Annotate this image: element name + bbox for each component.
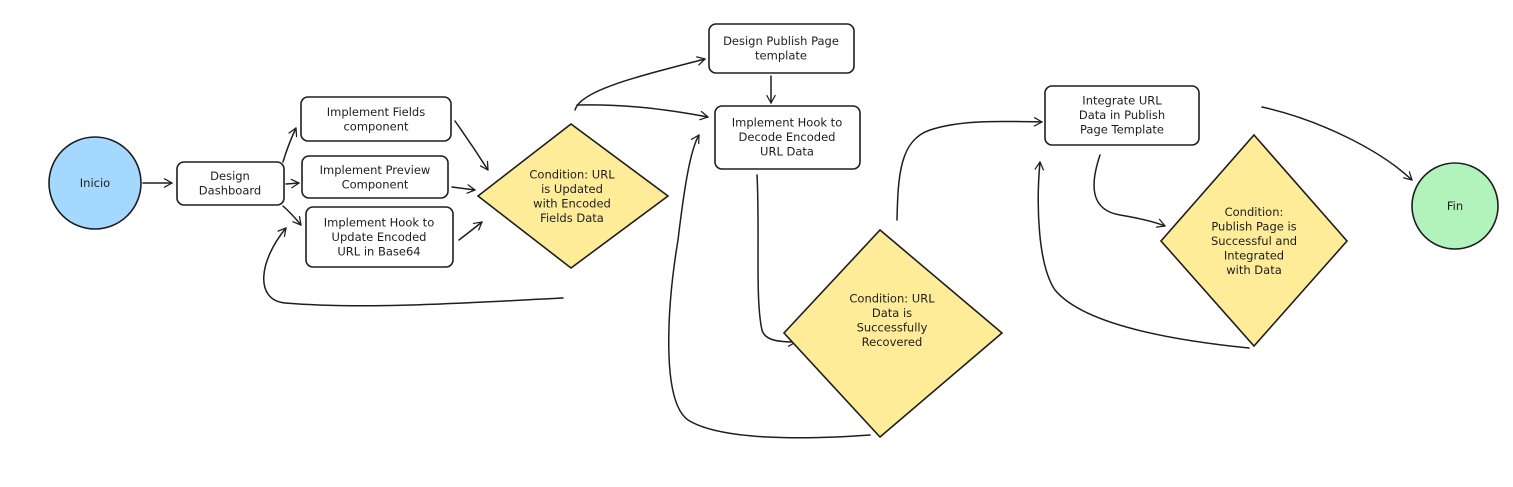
label-line: Condition:: [1225, 205, 1284, 219]
label-line: Data in Publish: [1079, 108, 1165, 122]
edge-hook-update-to-condition: [458, 221, 483, 241]
edge-preview-to-condition: [451, 184, 476, 194]
end-node-shape: [1411, 162, 1499, 250]
edge-recovered-loop-back-to-hook-decode: [668, 134, 871, 439]
start-node[interactable]: Inicio: [48, 136, 142, 230]
label-line: component: [343, 119, 409, 133]
start-node-shape: [48, 136, 142, 230]
edge-dashboard-to-hook-update: [282, 205, 302, 226]
condition-data-recovered-shape: [782, 228, 1004, 439]
label-line: Component: [342, 177, 409, 191]
label-line: is Updated: [541, 182, 603, 196]
edge-integrate-to-publish-condition: [1093, 154, 1166, 228]
label-line: Inicio: [80, 176, 110, 190]
edge-condition-to-publish-template: [574, 56, 706, 111]
edge-hook-decode-to-recovered: [756, 174, 797, 347]
label-line: with Data: [1226, 263, 1282, 277]
label-line: Condition: URL: [529, 167, 615, 181]
integrate-url-data-shape: [1044, 85, 1200, 146]
implement-hook-decode-shape: [714, 105, 861, 170]
edge-recovered-to-integrate: [896, 117, 1043, 221]
edge-condition-to-hook-decode: [576, 104, 709, 121]
edge-publish-condition-loop-back-to-integrate: [1034, 161, 1250, 349]
label-line: Fields Data: [540, 211, 604, 225]
label-line: Implement Hook to: [324, 216, 434, 230]
label-line: Data is: [872, 306, 912, 320]
label-line: Design: [210, 169, 250, 183]
label-line: Successfully: [857, 320, 928, 334]
start-node-label: Inicio: [80, 176, 110, 190]
label-line: Recovered: [862, 335, 923, 349]
end-node[interactable]: Fin: [1411, 162, 1499, 250]
label-line: Integrate URL: [1082, 94, 1162, 108]
label-line: Implement Hook to: [732, 116, 842, 130]
label-line: URL Data: [760, 145, 814, 159]
label-line: Fin: [1447, 199, 1463, 213]
edges: [142, 56, 1413, 439]
edge-dashboard-to-preview: [285, 178, 300, 189]
label-line: template: [755, 48, 807, 62]
edge-integrate-to-fin: [1261, 106, 1413, 181]
label-line: with Encoded: [533, 196, 611, 210]
label-line: URL in Base64: [337, 245, 420, 259]
edge-fields-to-condition: [454, 120, 489, 171]
edge-condition-loop-back-to-hook-update: [263, 227, 564, 307]
implement-preview-shape: [301, 155, 449, 199]
label-line: Dashboard: [199, 183, 261, 197]
implement-fields-shape: [300, 96, 452, 142]
edge-dashboard-to-fields: [282, 127, 298, 163]
design-dashboard-shape: [176, 161, 285, 206]
design-publish-template-shape: [708, 23, 855, 74]
implement-hook-update-shape: [305, 206, 454, 268]
condition-publish-success-shape: [1159, 133, 1349, 348]
label-line: Publish Page is: [1211, 220, 1296, 234]
condition-url-updated-shape: [476, 122, 670, 270]
label-line: Condition: URL: [849, 291, 935, 305]
label-line: Implement Fields: [327, 105, 425, 119]
label-line: Successful and: [1211, 234, 1297, 248]
label-line: Update Encoded: [332, 230, 427, 244]
label-line: Page Template: [1080, 123, 1164, 137]
label-line: Implement Preview: [320, 163, 431, 177]
label-line: Design Publish Page: [723, 34, 839, 48]
label-line: Integrated: [1224, 249, 1284, 263]
label-line: Decode Encoded: [739, 130, 836, 144]
end-node-label: Fin: [1447, 199, 1463, 213]
